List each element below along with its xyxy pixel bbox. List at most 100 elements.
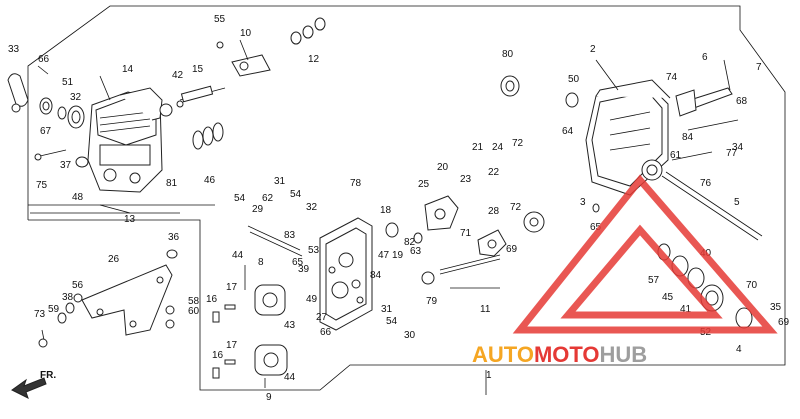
callout-58: 58 <box>188 296 200 307</box>
callout-83: 83 <box>284 230 296 241</box>
callout-4: 4 <box>736 344 742 355</box>
callout-33: 33 <box>8 44 20 55</box>
callout-50: 50 <box>568 74 580 85</box>
frame-outline <box>27 5 786 391</box>
callout-17: 17 <box>226 282 238 293</box>
callout-31: 31 <box>381 304 393 315</box>
callout-49: 49 <box>306 294 318 305</box>
callout-69: 69 <box>506 244 518 255</box>
callout-1: 1 <box>486 370 492 381</box>
callout-43: 43 <box>284 320 296 331</box>
callout-42: 42 <box>172 70 184 81</box>
watermark-part3: HUB <box>600 342 648 367</box>
callout-66: 66 <box>38 54 50 65</box>
callout-61: 61 <box>670 150 682 161</box>
part-52 <box>57 106 67 120</box>
callout-2: 2 <box>590 44 596 55</box>
callout-26: 26 <box>108 254 120 265</box>
callout-3: 3 <box>580 197 586 208</box>
callout-36: 36 <box>168 232 180 243</box>
callout-41: 41 <box>680 304 692 315</box>
part-38 <box>75 156 89 168</box>
callout-34: 34 <box>732 142 744 153</box>
callout-44: 44 <box>232 250 244 261</box>
callout-21: 21 <box>472 142 484 153</box>
callout-14: 14 <box>122 64 134 75</box>
callout-12: 12 <box>308 54 320 65</box>
callout-25: 25 <box>418 179 430 190</box>
callout-17: 17 <box>226 340 238 351</box>
callout-44: 44 <box>284 372 296 383</box>
callout-38: 38 <box>62 292 74 303</box>
callout-77: 77 <box>726 148 738 159</box>
callout-59: 59 <box>48 304 60 315</box>
callout-45: 45 <box>662 292 674 303</box>
callout-32: 32 <box>70 92 82 103</box>
watermark-triangle-outer <box>512 174 778 334</box>
watermark-triangle-inner <box>560 224 723 319</box>
callout-68: 68 <box>736 96 748 107</box>
direction-label: FR. <box>40 370 56 381</box>
part-34 <box>7 73 29 107</box>
callout-81: 81 <box>166 178 178 189</box>
callout-30: 30 <box>404 330 416 341</box>
callout-53: 53 <box>308 245 320 256</box>
callout-16: 16 <box>206 294 218 305</box>
callout-56: 56 <box>72 280 84 291</box>
left-cover-assembly <box>87 87 163 193</box>
callout-29: 29 <box>252 204 264 215</box>
callout-11: 11 <box>480 304 491 315</box>
callout-6: 6 <box>702 52 708 63</box>
callout-80: 80 <box>502 49 514 60</box>
callout-16: 16 <box>212 350 224 361</box>
front-direction-arrow: FR. <box>11 370 56 399</box>
callout-15: 15 <box>192 64 204 75</box>
callout-67: 67 <box>40 126 52 137</box>
part-27 <box>81 264 173 336</box>
callout-84: 84 <box>370 270 382 281</box>
callout-76: 76 <box>700 178 712 189</box>
callout-79: 79 <box>426 296 438 307</box>
callout-28: 28 <box>488 206 500 217</box>
callout-55: 55 <box>214 14 226 25</box>
callout-66: 66 <box>320 327 332 338</box>
callout-10: 10 <box>240 28 252 39</box>
callout-32: 32 <box>306 202 318 213</box>
callout-60: 60 <box>188 306 200 317</box>
callout-39: 39 <box>298 264 310 275</box>
callout-57: 57 <box>648 275 660 286</box>
callout-23: 23 <box>460 174 472 185</box>
callout-82: 82 <box>404 237 416 248</box>
callout-63: 63 <box>410 246 422 257</box>
callout-74: 74 <box>666 72 678 83</box>
center-valve-body <box>319 217 373 331</box>
watermark-part1: AUTO <box>472 342 534 367</box>
svg-text:AUTOMOTOHUB: AUTOMOTOHUB <box>472 342 647 367</box>
callout-47: 47 <box>378 250 390 261</box>
callout-7: 7 <box>756 62 762 73</box>
leader-lines <box>99 59 619 395</box>
callout-13: 13 <box>124 214 136 225</box>
callout-78: 78 <box>350 178 362 189</box>
callout-69: 69 <box>778 317 790 328</box>
callout-54: 54 <box>234 193 246 204</box>
callout-54: 54 <box>386 316 398 327</box>
callout-27: 27 <box>316 312 328 323</box>
callout-22: 22 <box>488 167 500 178</box>
callout-5: 5 <box>734 197 740 208</box>
callout-72: 72 <box>512 138 524 149</box>
part-10 <box>231 54 271 77</box>
callout-46: 46 <box>204 175 216 186</box>
callout-35: 35 <box>770 302 782 313</box>
callout-48: 48 <box>72 192 84 203</box>
right-case-assembly <box>585 79 671 196</box>
callout-20: 20 <box>437 162 449 173</box>
callout-18: 18 <box>380 205 392 216</box>
callout-65: 65 <box>292 257 304 268</box>
callout-24: 24 <box>492 142 504 153</box>
callout-84: 84 <box>682 132 694 143</box>
callout-8: 8 <box>258 257 264 268</box>
callout-75: 75 <box>36 180 48 191</box>
